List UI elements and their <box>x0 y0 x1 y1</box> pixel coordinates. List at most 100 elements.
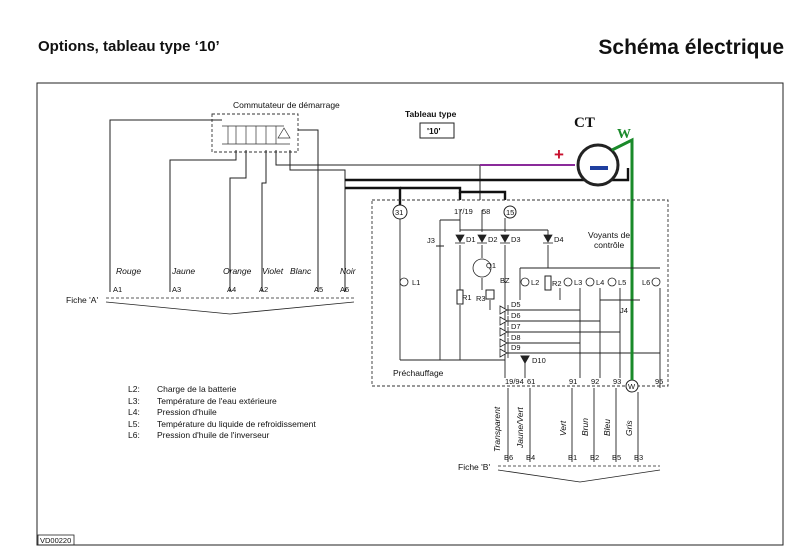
q1-label: Q1 <box>486 261 496 270</box>
l5-label: L5 <box>618 278 626 287</box>
terminal-w-label: W <box>628 382 636 391</box>
svg-text:Jaune/Vert: Jaune/Vert <box>515 407 525 449</box>
d7-label: D7 <box>511 322 521 331</box>
terminal-15-label: 15 <box>506 208 514 217</box>
fiche-a-connector <box>105 297 355 315</box>
resistor-r1 <box>456 289 464 305</box>
l2-label: L2 <box>531 278 539 287</box>
panel-title: Tableau type <box>405 109 457 119</box>
svg-text:Brun: Brun <box>580 418 590 436</box>
svg-text:Blanc: Blanc <box>290 266 312 276</box>
terminal-91-label: 91 <box>569 377 577 386</box>
starter-switch <box>211 113 299 153</box>
svg-text:B2: B2 <box>590 453 599 462</box>
svg-text:Pression d'huile: Pression d'huile <box>157 407 217 417</box>
d4-label: D4 <box>554 235 564 244</box>
voyants-label-2: contrôle <box>594 240 625 250</box>
control-panel-box <box>371 199 669 387</box>
svg-text:A4: A4 <box>227 285 236 294</box>
temperature-gauge <box>576 143 620 187</box>
svg-text:L5:: L5: <box>128 419 140 429</box>
panel-type-box <box>419 122 455 139</box>
page-title: Schéma électrique <box>598 36 784 59</box>
terminal-17-19-label: 17/19 <box>454 207 473 216</box>
thick-wires <box>345 168 630 205</box>
starter-switch-contacts <box>222 125 291 145</box>
svg-text:Vert: Vert <box>558 420 568 436</box>
d9-label: D9 <box>511 343 521 352</box>
svg-text:Rouge: Rouge <box>116 266 141 276</box>
diodes-top <box>455 234 553 244</box>
d10-label: D10 <box>532 356 546 365</box>
d1-label: D1 <box>466 235 476 244</box>
svg-text:Gris: Gris <box>624 420 634 436</box>
svg-text:A5: A5 <box>314 285 323 294</box>
fiche-a-pins: A1 A3 A4 A2 A5 A6 <box>113 285 349 294</box>
svg-text:B1: B1 <box>568 453 577 462</box>
diode-d10 <box>520 355 530 365</box>
svg-text:Violet: Violet <box>262 266 284 276</box>
svg-text:B4: B4 <box>526 453 535 462</box>
page-subtitle: Options, tableau type ‘10’ <box>38 38 220 55</box>
svg-text:Noir: Noir <box>340 266 357 276</box>
terminal-95-label: 95 <box>655 377 663 386</box>
svg-text:Charge de la batterie: Charge de la batterie <box>157 384 237 394</box>
lamps <box>399 277 661 287</box>
buzzer <box>485 289 495 300</box>
j3-label: J3 <box>427 236 435 245</box>
terminal-93-label: 93 <box>613 377 621 386</box>
svg-text:Température du liquide de refr: Température du liquide de refroidissemen… <box>157 419 316 429</box>
gauge-w-label: W <box>617 127 631 142</box>
svg-text:L2:: L2: <box>128 384 140 394</box>
d2-label: D2 <box>488 235 498 244</box>
resistor-r2 <box>544 275 552 291</box>
fiche-a-colors: Rouge Jaune Orange Violet Blanc Noir <box>116 266 357 276</box>
panel-type-value: '10' <box>427 126 441 136</box>
svg-text:L4:: L4: <box>128 407 140 417</box>
r3-label: R3 <box>476 294 486 303</box>
d5-label: D5 <box>511 300 521 309</box>
svg-text:Orange: Orange <box>223 266 252 276</box>
diagram-frame <box>36 82 784 546</box>
gauge-label: CT <box>574 115 595 131</box>
legend: L2: Charge de la batterie L3: Températur… <box>128 384 316 440</box>
panel-internal-wires <box>399 210 661 378</box>
svg-text:Température de l'eau extérieur: Température de l'eau extérieure <box>157 396 277 406</box>
svg-text:B3: B3 <box>634 453 643 462</box>
svg-text:A2: A2 <box>259 285 268 294</box>
l1-label: L1 <box>412 278 420 287</box>
r2-label: R2 <box>552 279 562 288</box>
diodes-d5-d9 <box>499 305 509 358</box>
svg-text:A6: A6 <box>340 285 349 294</box>
svg-text:Jaune: Jaune <box>171 266 195 276</box>
terminal-92-label: 92 <box>591 377 599 386</box>
terminal-58-label: 58 <box>482 207 490 216</box>
fiche-b-connector <box>497 465 661 483</box>
svg-text:A1: A1 <box>113 285 122 294</box>
terminal-19-94-label: 19/94 <box>505 377 524 386</box>
svg-text:L3:: L3: <box>128 396 140 406</box>
prechauffage-label: Préchauffage <box>393 368 444 378</box>
switch-title: Commutateur de démarrage <box>233 100 340 110</box>
svg-text:Pression d'huile de l'inverseu: Pression d'huile de l'inverseur <box>157 430 270 440</box>
footer-code-box <box>37 534 75 546</box>
svg-text:A3: A3 <box>172 285 181 294</box>
r1-label: R1 <box>462 293 472 302</box>
terminal-31-label: 31 <box>395 208 403 217</box>
green-wire <box>611 137 634 352</box>
voyants-label-1: Voyants de <box>588 230 630 240</box>
fiche-b-wires <box>507 378 661 462</box>
svg-text:L6:: L6: <box>128 430 140 440</box>
footer-code: VD00220 <box>40 536 71 545</box>
l4-label: L4 <box>596 278 604 287</box>
bz-label: BZ <box>500 276 510 285</box>
fiche-a-label: Fiche 'A' <box>66 295 98 305</box>
fiche-b-label: Fiche 'B' <box>458 462 490 472</box>
terminal-15 <box>503 205 517 219</box>
fiche-b-colors: Transparent Jaune/Vert Vert Brun Bleu Gr… <box>492 406 634 452</box>
svg-text:B6: B6 <box>504 453 513 462</box>
d3-label: D3 <box>511 235 521 244</box>
l3-label: L3 <box>574 278 582 287</box>
fiche-b-pins: B6 B4 B1 B2 B5 B3 <box>504 453 643 462</box>
